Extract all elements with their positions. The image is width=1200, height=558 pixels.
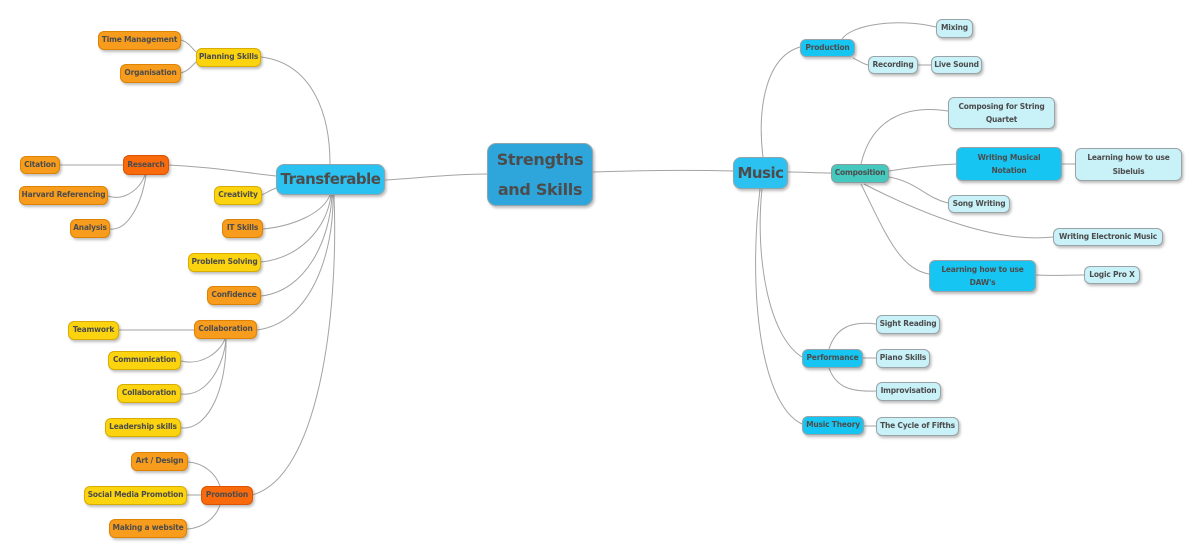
connector-string-quartet: [860, 109, 949, 165]
connector-electronic-music: [863, 183, 1054, 239]
node-art-design[interactable]: Art / Design: [131, 452, 188, 471]
node-transferable[interactable]: Transferable: [276, 164, 385, 195]
node-song-writing[interactable]: Song Writing: [948, 195, 1010, 213]
connector-art-design: [187, 461, 221, 487]
connector-communication: [180, 338, 226, 363]
node-promotion[interactable]: Promotion: [201, 486, 253, 505]
connector-song-writing: [888, 176, 949, 204]
node-writing-electronic-music[interactable]: Writing Electronic Music: [1053, 228, 1163, 246]
node-social-media-promotion[interactable]: Social Media Promotion: [84, 486, 187, 505]
node-leadership-skills[interactable]: Leadership skills: [105, 418, 181, 437]
node-harvard-referencing[interactable]: Harvard Referencing: [19, 186, 108, 205]
connector-time-management: [180, 39, 197, 53]
node-music[interactable]: Music: [733, 157, 788, 189]
node-production[interactable]: Production: [800, 39, 855, 57]
node-music-theory[interactable]: Music Theory: [802, 416, 864, 435]
connector-problem-solving: [260, 194, 332, 263]
node-confidence[interactable]: Confidence: [207, 286, 261, 305]
connector-creativity: [261, 187, 277, 196]
connector-research: [167, 164, 277, 177]
connector-transferable-root: [384, 173, 488, 181]
node-logic-pro-x[interactable]: Logic Pro X: [1084, 266, 1140, 284]
node-teamwork[interactable]: Teamwork: [68, 321, 119, 340]
connector-musical-notation: [888, 163, 957, 172]
node-sight-reading[interactable]: Sight Reading: [876, 315, 940, 334]
node-it-skills[interactable]: IT Skills: [222, 219, 263, 238]
node-organisation[interactable]: Organisation: [120, 64, 181, 83]
connector-planning: [260, 56, 331, 165]
node-recording[interactable]: Recording: [868, 56, 918, 74]
connector-improvisation: [828, 367, 877, 392]
node-learning-sibelius[interactable]: Learning how to use Sibeluis: [1075, 148, 1182, 181]
connector-daws: [860, 183, 930, 275]
node-mixing[interactable]: Mixing: [936, 19, 973, 38]
connector-organisation: [180, 61, 197, 74]
connector-root-music: [592, 169, 734, 173]
connector-confidence: [260, 194, 333, 297]
connector-sight-reading: [828, 322, 877, 350]
node-citation[interactable]: Citation: [20, 156, 60, 174]
node-time-management[interactable]: Time Management: [98, 31, 181, 50]
connector-recording: [852, 57, 869, 66]
node-learning-daws[interactable]: Learning how to use DAW's: [929, 260, 1036, 292]
node-creativity[interactable]: Creativity: [214, 186, 262, 205]
connector-collaboration: [256, 194, 334, 331]
node-performance[interactable]: Performance: [802, 349, 863, 368]
node-composition[interactable]: Composition: [831, 164, 889, 183]
node-problem-solving[interactable]: Problem Solving: [188, 253, 261, 272]
connector-analysis: [109, 174, 147, 230]
node-improvisation[interactable]: Improvisation: [876, 382, 941, 401]
node-composing-for-string-quartet[interactable]: Composing for String Quartet: [948, 97, 1055, 129]
node-collaboration[interactable]: Collaboration: [194, 320, 257, 339]
node-communication[interactable]: Communication: [108, 351, 181, 370]
connector-promotion: [251, 194, 336, 496]
node-writing-musical-notation[interactable]: Writing Musical Notation: [956, 147, 1062, 181]
node-piano-skills[interactable]: Piano Skills: [876, 349, 930, 368]
connector-collaboration-child: [180, 338, 227, 395]
connector-mixing: [841, 22, 937, 40]
node-the-cycle-of-fifths[interactable]: The Cycle of Fifths: [876, 417, 959, 436]
connector-music-theory: [755, 188, 803, 425]
connector-making-website: [186, 504, 221, 530]
node-root-strengths-and-skills[interactable]: Strengths and Skills: [487, 143, 593, 206]
node-research[interactable]: Research: [123, 155, 169, 175]
connector-leadership: [180, 338, 227, 429]
node-making-a-website[interactable]: Making a website: [109, 519, 187, 538]
node-collaboration-child[interactable]: Collaboration: [117, 384, 181, 403]
connector-harvard: [107, 174, 146, 198]
connector-it-skills: [262, 194, 331, 230]
node-analysis[interactable]: Analysis: [70, 219, 110, 238]
connector-performance: [759, 188, 803, 358]
connector-composition: [787, 171, 832, 174]
node-live-sound[interactable]: Live Sound: [931, 56, 982, 74]
node-planning-skills[interactable]: Planning Skills: [196, 48, 261, 67]
connector-production: [760, 46, 801, 158]
